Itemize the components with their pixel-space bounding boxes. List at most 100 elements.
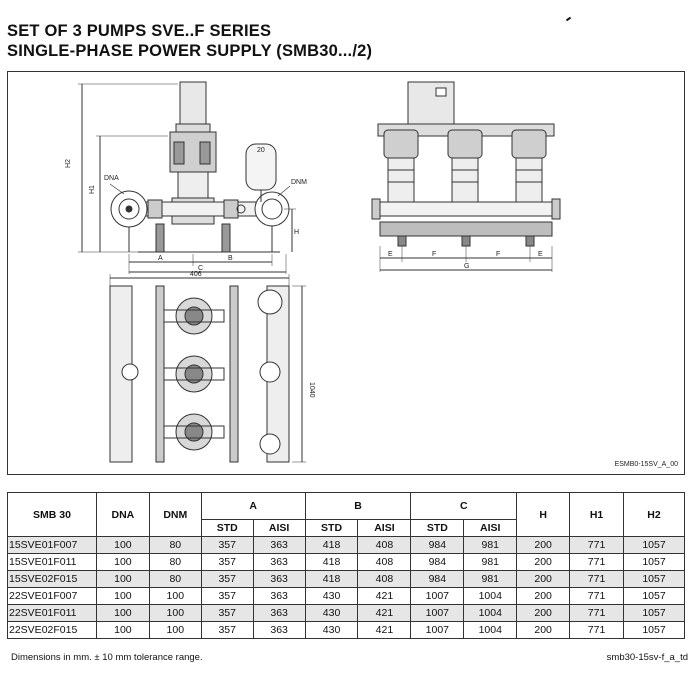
col-h2: H2: [622, 492, 686, 537]
value-cell: 100: [95, 553, 150, 571]
col-b: B: [304, 492, 412, 520]
value-cell: 363: [252, 604, 306, 622]
model-cell: 22SVE01F007: [7, 587, 97, 605]
value-cell: 80: [148, 570, 202, 588]
label-dna: DNA: [104, 175, 119, 182]
col-a-std: STD: [200, 519, 254, 537]
value-cell: 421: [357, 621, 412, 639]
label-h1: H1: [89, 185, 96, 194]
value-cell: 357: [200, 553, 254, 571]
value-cell: 1004: [463, 604, 518, 622]
value-cell: 408: [357, 570, 412, 588]
value-cell: 1004: [463, 621, 518, 639]
value-cell: 357: [200, 604, 254, 622]
col-model: SMB 30: [7, 492, 97, 537]
value-cell: 984: [410, 553, 465, 571]
value-cell: 771: [569, 536, 624, 554]
page-subtitle: SINGLE-PHASE POWER SUPPLY (SMB30.../2): [7, 42, 373, 60]
footnote: Dimensions in mm. ± 10 mm tolerance rang…: [11, 652, 203, 663]
page-title: SET OF 3 PUMPS SVE..F SERIES: [7, 22, 272, 40]
value-cell: 357: [200, 621, 254, 639]
model-cell: 15SVE01F007: [7, 536, 97, 554]
value-cell: 430: [304, 587, 359, 605]
col-b-std: STD: [304, 519, 359, 537]
value-cell: 1007: [410, 621, 465, 639]
value-cell: 363: [252, 587, 306, 605]
value-cell: 771: [569, 553, 624, 571]
label-dnm: DNM: [291, 179, 307, 186]
value-cell: 100: [95, 587, 150, 605]
label-a: A: [158, 255, 163, 262]
document-reference: smb30-15sv-f_a_td: [606, 652, 688, 663]
top-view: [109, 274, 306, 463]
value-cell: 408: [357, 536, 412, 554]
label-c: C: [198, 265, 203, 272]
value-cell: 981: [463, 570, 518, 588]
model-cell: 15SVE02F015: [7, 570, 97, 588]
label-f-left: F: [432, 251, 436, 258]
value-cell: 100: [148, 587, 202, 605]
col-h1: H1: [569, 492, 624, 537]
label-h2: H2: [65, 159, 72, 168]
label-tank: 20: [257, 147, 265, 154]
value-cell: 408: [357, 553, 412, 571]
label-h: H: [294, 229, 299, 236]
model-cell: 22SVE01F011: [7, 604, 97, 622]
value-cell: 200: [516, 621, 571, 639]
col-dna: DNA: [95, 492, 150, 537]
value-cell: 1057: [622, 621, 686, 639]
col-a: A: [200, 492, 306, 520]
value-cell: 418: [304, 570, 359, 588]
label-b: B: [228, 255, 233, 262]
value-cell: 80: [148, 553, 202, 571]
corner-mark: [565, 16, 572, 22]
value-cell: 981: [463, 553, 518, 571]
value-cell: 100: [95, 604, 150, 622]
value-cell: 1057: [622, 570, 686, 588]
value-cell: 1057: [622, 587, 686, 605]
col-b-aisi: AISI: [357, 519, 412, 537]
label-f-right: F: [496, 251, 500, 258]
value-cell: 1057: [622, 604, 686, 622]
value-cell: 363: [252, 621, 306, 639]
value-cell: 200: [516, 604, 571, 622]
drawing-canvas: H2 H1 H DNA DNM A B C 20 E F F E G 406 1…: [65, 81, 561, 463]
col-c-aisi: AISI: [463, 519, 518, 537]
model-cell: 22SVE02F015: [7, 621, 97, 639]
value-cell: 100: [95, 570, 150, 588]
col-a-aisi: AISI: [252, 519, 306, 537]
value-cell: 357: [200, 536, 254, 554]
value-cell: 430: [304, 621, 359, 639]
value-cell: 200: [516, 570, 571, 588]
label-e-right: E: [538, 251, 543, 258]
value-cell: 363: [252, 536, 306, 554]
value-cell: 771: [569, 604, 624, 622]
value-cell: 100: [95, 536, 150, 554]
value-cell: 80: [148, 536, 202, 554]
label-406: 406: [190, 271, 202, 278]
model-cell: 15SVE01F011: [7, 553, 97, 571]
value-cell: 981: [463, 536, 518, 554]
col-h: H: [516, 492, 571, 537]
value-cell: 771: [569, 570, 624, 588]
front-view: [78, 81, 296, 274]
col-dnm: DNM: [148, 492, 202, 537]
value-cell: 363: [252, 553, 306, 571]
value-cell: 418: [304, 536, 359, 554]
value-cell: 1007: [410, 604, 465, 622]
value-cell: 200: [516, 553, 571, 571]
value-cell: 1057: [622, 553, 686, 571]
value-cell: 430: [304, 604, 359, 622]
label-g: G: [464, 263, 469, 270]
dimensions-table: SMB 30 DNA DNM A B C H H1 H2 STD AISI ST…: [7, 492, 686, 639]
value-cell: 200: [516, 587, 571, 605]
side-view: [371, 81, 561, 272]
value-cell: 984: [410, 536, 465, 554]
value-cell: 1004: [463, 587, 518, 605]
value-cell: 771: [569, 621, 624, 639]
